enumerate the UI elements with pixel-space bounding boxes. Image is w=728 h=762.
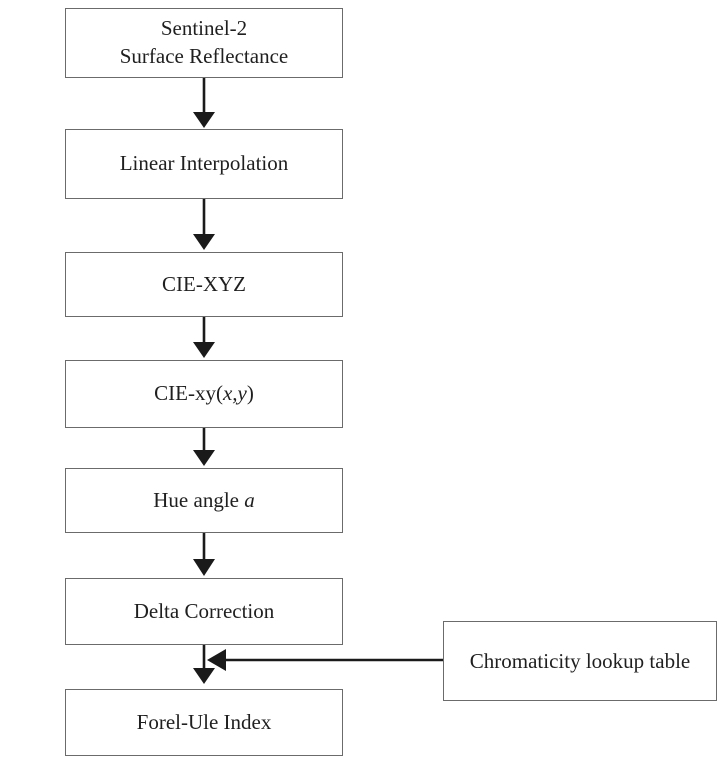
- flow-node-cie-xy: CIE-xy(x,y): [65, 360, 343, 428]
- flow-node-cie-xyz: CIE-XYZ: [65, 252, 343, 317]
- flow-node-sentinel2-surface-reflectance: Sentinel-2 Surface Reflectance: [65, 8, 343, 78]
- flow-node-delta-correction: Delta Correction: [65, 578, 343, 645]
- flow-node-linear-interpolation: Linear Interpolation: [65, 129, 343, 199]
- arrow-chromaticity-lookup-to-junction: [207, 649, 443, 671]
- arrow-cie-xy-to-hue-angle: [193, 428, 215, 466]
- flow-node-label: CIE-XYZ: [162, 271, 246, 296]
- arrow-sentinel2-to-linear-interpolation: [193, 78, 215, 128]
- flow-node-label: Delta Correction: [133, 598, 275, 623]
- flow-node-label: Hue angle a: [153, 487, 255, 512]
- arrow-linear-interpolation-to-cie-xyz: [193, 199, 215, 250]
- flow-node-label: Forel-Ule Index: [136, 709, 272, 734]
- arrow-cie-xyz-to-cie-xy: [193, 317, 215, 358]
- flow-node-label: Sentinel-2 Surface Reflectance: [120, 15, 288, 70]
- arrow-delta-correction-to-forel-ule-index: [193, 645, 215, 684]
- flow-node-label: Linear Interpolation: [119, 151, 289, 176]
- flow-node-label: Chromaticity lookup table: [469, 648, 691, 673]
- flow-node-chromaticity-lookup-table: Chromaticity lookup table: [443, 621, 717, 701]
- flow-node-label-line1: Sentinel-2: [160, 16, 248, 41]
- flow-node-hue-angle: Hue angle a: [65, 468, 343, 533]
- flow-node-label: CIE-xy(x,y): [154, 381, 254, 406]
- flow-node-forel-ule-index: Forel-Ule Index: [65, 689, 343, 756]
- flow-node-label-line2: Surface Reflectance: [119, 44, 289, 68]
- arrow-hue-angle-to-delta-correction: [193, 533, 215, 576]
